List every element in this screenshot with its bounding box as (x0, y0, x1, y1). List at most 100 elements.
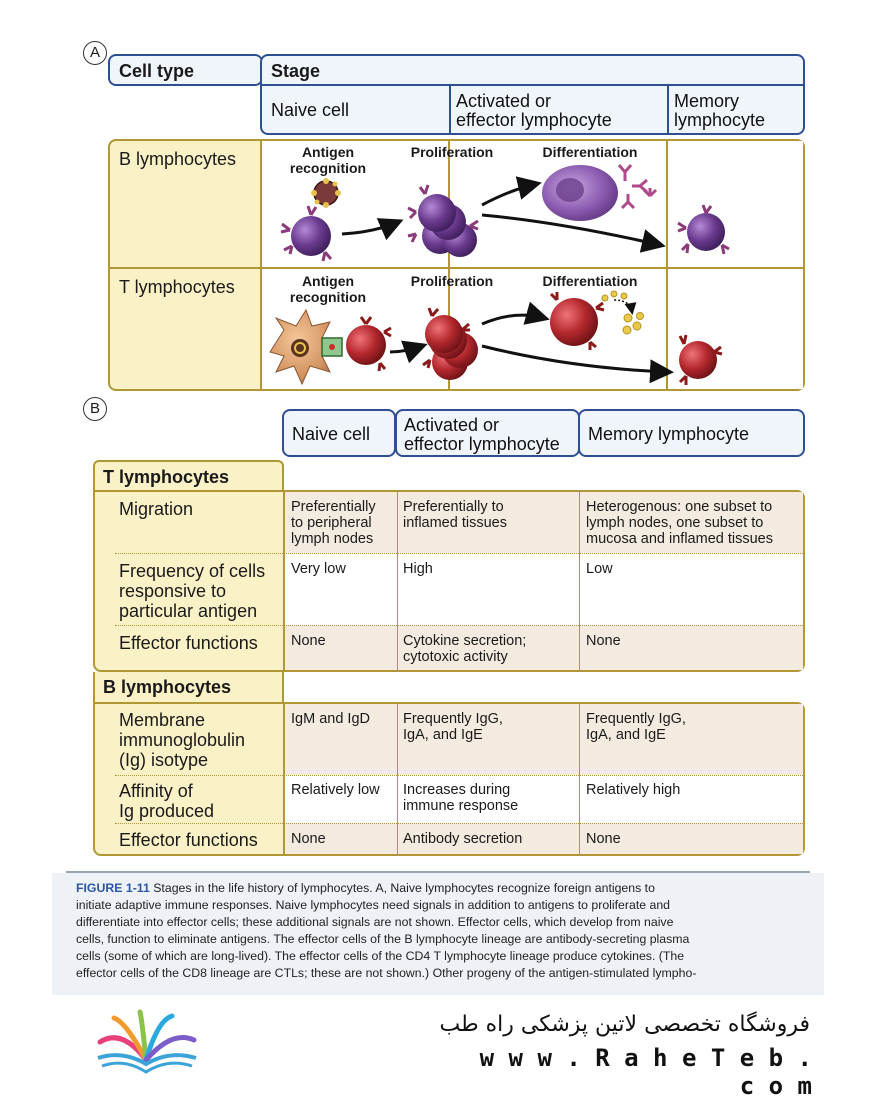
column-naive-header: Naive cell (282, 409, 396, 457)
b-affinity-memory: Relatively high (586, 782, 681, 798)
cell-line: Preferentially (291, 499, 376, 515)
label-line: Ig produced (119, 801, 215, 821)
row-label-migration: Migration (119, 499, 194, 519)
effector-t-cell-icon (549, 292, 605, 350)
b-effector-naive: None (291, 831, 326, 847)
col-divider (283, 492, 285, 670)
caption-line: cells, function to eliminate antigens. T… (76, 932, 690, 946)
label-line: Affinity of (119, 781, 193, 801)
row-label-effector-functions: Effector functions (119, 633, 258, 653)
t-antigen-line-1: Antigen (301, 273, 355, 289)
t-proliferation-label: Proliferation (410, 273, 494, 289)
row-divider (115, 775, 803, 776)
dendritic-cell-icon (269, 308, 340, 386)
column-effector-line-1: Activated or (404, 415, 500, 435)
column-memory-text: Memory lymphocyte (588, 424, 750, 444)
caption-rule (66, 871, 810, 873)
col-divider (666, 141, 668, 389)
col-divider (397, 704, 398, 854)
cell-line: Increases during (403, 782, 511, 798)
column-naive-text: Naive cell (292, 424, 371, 444)
cell-line: Cytokine secretion; (403, 633, 527, 649)
t-effector-memory: None (586, 633, 621, 649)
cell-line: Frequently IgG, (403, 711, 503, 727)
col-divider (397, 492, 398, 670)
b-section-title-text: B lymphocytes (103, 677, 232, 697)
panel-a-label: A (83, 41, 107, 65)
column-effector-text: Activated or effector lymphocyte (404, 416, 560, 454)
cell-line: inflamed tissues (403, 515, 507, 531)
cell-line: lymph nodes (291, 531, 374, 547)
caption-background (52, 873, 824, 995)
divider (449, 86, 451, 135)
antibody-icon (617, 164, 658, 210)
cell-line: IgA, and IgE (403, 727, 483, 743)
stage-effector-line-2: effector lymphocyte (456, 110, 612, 130)
t-migration-naive: Preferentially to peripheral lymph nodes (291, 499, 376, 547)
t-section-table: Migration Preferentially to peripheral l… (93, 490, 805, 672)
t-migration-memory: Heterogenous: one subset to lymph nodes,… (586, 499, 773, 547)
watermark-url: w w w . R a h e T e b . c o m (479, 1044, 812, 1100)
t-frequency-memory: Low (586, 561, 613, 577)
t-lymphocytes-label: T lymphocytes (119, 277, 235, 297)
t-frequency-effector: High (403, 561, 433, 577)
cytokines-icon (601, 290, 644, 335)
cell-line: to peripheral (291, 515, 372, 531)
caption-text: Stages in the life history of lymphocyte… (153, 881, 655, 895)
cell-line: mucosa and inflamed tissues (586, 531, 773, 547)
naive-t-cell-icon (346, 316, 392, 372)
col-divider (260, 141, 262, 389)
stage-header-text: Stage (271, 61, 321, 81)
stage-effector-line-1: Activated or (456, 91, 552, 111)
stage-memory-line-2: lymphocyte (674, 110, 766, 130)
caption-line-1: FIGURE 1-11 Stages in the life history o… (76, 880, 810, 897)
b-differentiation-label: Differentiation (542, 144, 638, 160)
row-divider (115, 553, 803, 554)
b-proliferation-label: Proliferation (410, 144, 494, 160)
b-affinity-effector: Increases during immune response (403, 782, 518, 814)
stage-memory-line-1: Memory (674, 91, 740, 111)
proliferating-b-cells-icon (407, 184, 479, 257)
t-migration-effector: Preferentially to inflamed tissues (403, 499, 507, 531)
b-isotype-effector: Frequently IgG, IgA, and IgE (403, 711, 503, 743)
col-divider (579, 492, 580, 670)
column-memory-header: Memory lymphocyte (578, 409, 805, 457)
t-effector-effector: Cytokine secretion; cytotoxic activity (403, 633, 526, 665)
b-antigen-recognition-label: Antigen recognition (268, 144, 388, 176)
label-line: particular antigen (119, 601, 258, 621)
divider (667, 86, 669, 135)
t-row-frequency-bg (283, 553, 803, 625)
row-label-b-effector-functions: Effector functions (119, 830, 258, 850)
b-affinity-naive: Relatively low (291, 782, 380, 798)
row-label-frequency: Frequency of cells responsive to particu… (119, 561, 265, 621)
cell-line: Preferentially to (403, 499, 504, 515)
b-isotype-naive: IgM and IgD (291, 711, 370, 727)
naive-b-cell-icon (280, 205, 333, 262)
stage-columns: Naive cell Activated or effector lymphoc… (260, 84, 805, 135)
b-isotype-memory: Frequently IgG, IgA, and IgE (586, 711, 686, 743)
memory-t-cell-icon (678, 334, 723, 385)
row-divider (115, 823, 803, 824)
t-section-title: T lymphocytes (93, 460, 284, 492)
row-label-affinity: Affinity of Ig produced (119, 781, 214, 821)
t-effector-naive: None (291, 633, 326, 649)
book-logo-icon (97, 1009, 197, 1074)
watermark-persian-text: فروشگاه تخصصی لاتین پزشکی راه طب (439, 1012, 811, 1037)
cell-line: lymph nodes, one subset to (586, 515, 764, 531)
cell-line: Frequently IgG, (586, 711, 686, 727)
cell-type-header-text: Cell type (119, 61, 195, 81)
b-antigen-line-1: Antigen (301, 144, 355, 160)
panel-b-label: B (83, 397, 107, 421)
t-antigen-recognition-label: Antigen recognition (268, 273, 388, 305)
stage-effector-label: Activated or effector lymphocyte (456, 92, 612, 130)
lymphocyte-illustration (269, 164, 730, 386)
t-antigen-line-2: recognition (289, 289, 367, 305)
b-row-effector-bg (283, 823, 803, 854)
label-line: immunoglobulin (119, 730, 246, 750)
t-row-migration-bg (283, 492, 803, 553)
label-line: (Ig) isotype (119, 750, 209, 770)
cell-line: IgA, and IgE (586, 727, 666, 743)
caption-figure-label: FIGURE 1-11 (76, 881, 150, 895)
row-divider (262, 267, 803, 269)
b-row-affinity-bg (283, 775, 803, 823)
